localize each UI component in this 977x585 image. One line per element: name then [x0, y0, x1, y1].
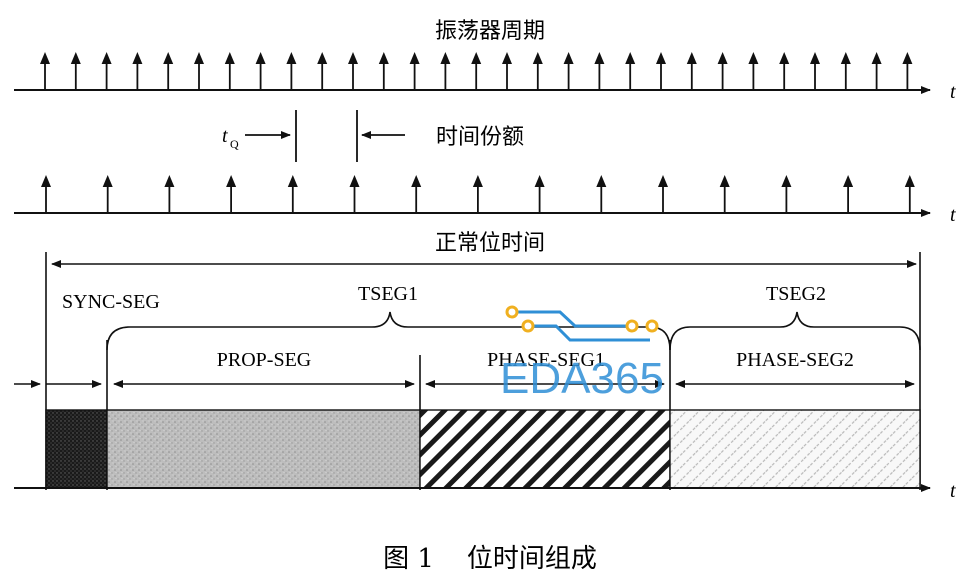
oscillator-tick-head [902, 52, 913, 64]
oscillator-tick-head [594, 52, 605, 64]
tseg2-brace [669, 311, 921, 351]
oscillator-tick-head [378, 52, 389, 64]
figure-caption: 图 1 位时间组成 [383, 544, 597, 574]
quantum-tick-head [843, 175, 854, 187]
quantum-tick-head [596, 175, 607, 187]
oscillator-tick-head [625, 52, 636, 64]
oscillator-tick-head [255, 52, 266, 64]
oscillator-tick-head [224, 52, 235, 64]
time-quantum-indicator: t Q 时间份额 [222, 110, 524, 162]
phase-seg1-bar [419, 409, 671, 489]
quantum-tick-head [41, 175, 51, 187]
axis-label-t-3: t [950, 480, 956, 502]
oscillator-tick-head [871, 52, 882, 64]
nominal-bit-time-label: 正常位时间 [435, 231, 545, 256]
oscillator-tick-head [317, 52, 328, 64]
quantum-tick-head [102, 175, 113, 187]
time-quantum-label: 时间份额 [436, 125, 524, 150]
watermark-text: EDA365 [500, 354, 664, 403]
axis-label-t-2: t [950, 204, 956, 226]
quantum-tick-head [904, 175, 915, 187]
oscillator-tick-head [810, 52, 820, 64]
oscillator-tick-head [656, 52, 666, 64]
oscillator-tick-head [132, 52, 143, 64]
quantum-tick-head [719, 175, 730, 187]
oscillator-tick-head [440, 52, 451, 64]
oscillator-tick-head [194, 52, 204, 64]
sync-seg-bar [45, 409, 108, 489]
sync-seg-label: SYNC-SEG [62, 291, 160, 313]
oscillator-tick-head [840, 52, 851, 64]
oscillator-tick-head [471, 52, 482, 64]
eda365-watermark: EDA365 [500, 305, 664, 403]
oscillator-tick-head [717, 52, 728, 64]
oscillator-tick-head [686, 52, 697, 64]
tseg1-label: TSEG1 [358, 283, 418, 305]
tq-subscript: Q [230, 137, 239, 151]
oscillator-period-title: 振荡器周期 [435, 19, 545, 44]
quantum-tick-head [164, 175, 175, 187]
oscillator-tick-head [748, 52, 759, 64]
prop-seg-bar [106, 409, 421, 489]
phase-seg2-label: PHASE-SEG2 [736, 349, 854, 371]
phase-seg1-label: PHASE-SEG1 [487, 349, 605, 371]
quantum-tick-head [658, 175, 668, 187]
axis-label-t-1: t [950, 81, 956, 103]
prop-seg-label: PROP-SEG [217, 349, 311, 371]
oscillator-tick-head [779, 52, 790, 64]
oscillator-tick-head [70, 52, 81, 64]
quantum-tick-head [781, 175, 792, 187]
oscillator-tick-head [163, 52, 174, 64]
quantum-tick-head [534, 175, 545, 187]
quantum-tick-head [472, 175, 483, 187]
oscillator-tick-head [40, 52, 50, 64]
tseg2-label: TSEG2 [766, 283, 826, 305]
tq-label: t [222, 125, 228, 147]
oscillator-tick-head [563, 52, 574, 64]
phase-seg2-bar [669, 409, 921, 489]
oscillator-tick-head [532, 52, 543, 64]
time-quantum-ticks [41, 175, 915, 213]
oscillator-tick-head [348, 52, 358, 64]
oscillator-tick-head [101, 52, 112, 64]
tseg1-brace [106, 311, 671, 351]
quantum-tick-head [287, 175, 298, 187]
quantum-tick-head [349, 175, 360, 187]
oscillator-tick-head [286, 52, 297, 64]
oscillator-tick-head [502, 52, 512, 64]
quantum-tick-head [226, 175, 237, 187]
oscillator-ticks [40, 52, 913, 90]
oscillator-tick-head [409, 52, 420, 64]
quantum-tick-head [411, 175, 422, 187]
